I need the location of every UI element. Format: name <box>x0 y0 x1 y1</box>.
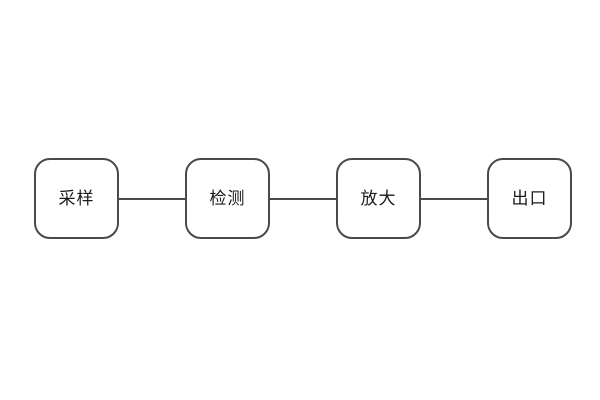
flow-node-detection: 检测 <box>185 158 270 239</box>
flow-node-output: 出口 <box>487 158 572 239</box>
flow-node-output-label: 出口 <box>511 189 548 208</box>
flow-node-sampling-label: 采样 <box>58 189 95 208</box>
connector-amplify-output <box>421 197 487 200</box>
flow-node-sampling: 采样 <box>34 158 119 239</box>
flow-node-detection-label: 检测 <box>209 189 246 208</box>
flow-row: 采样 检测 放大 出口 <box>34 158 572 239</box>
connector-detection-amplify <box>270 197 336 200</box>
connector-sampling-detection <box>119 197 185 200</box>
flow-node-amplify-label: 放大 <box>360 189 397 208</box>
flow-node-amplify: 放大 <box>336 158 421 239</box>
